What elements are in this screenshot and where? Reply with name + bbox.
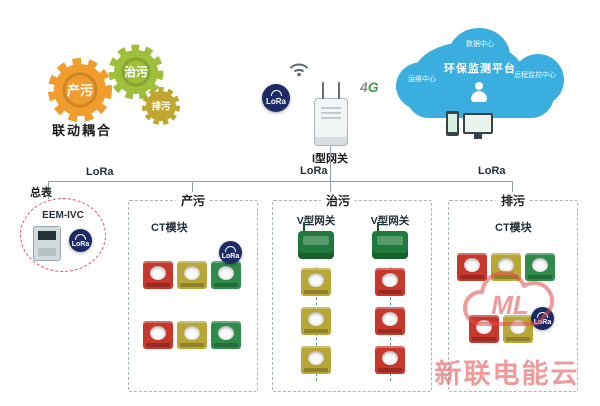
ct-device-red [143, 261, 173, 289]
lora-badge-produce: LoRa [219, 241, 242, 264]
ct-device-red [375, 346, 405, 374]
connector-discharge [512, 181, 513, 200]
zone-produce-label: 产污 [175, 192, 211, 209]
ct-device-green [525, 253, 555, 281]
cellular-4g-icon: 4G [360, 79, 379, 95]
mobile-phone-icon [446, 111, 459, 136]
zone-treat-label: 治污 [321, 192, 356, 209]
cellular-4: 4 [360, 79, 368, 95]
gear-cluster: 产污 治污 排污 [48, 44, 180, 125]
lora-badge-label: LoRa [71, 240, 90, 248]
ct-device-row [143, 261, 241, 289]
gear-treat: 治污 [108, 44, 164, 100]
lora-badge-discharge: LoRa [531, 307, 554, 330]
ct-module-label: CT模块 [151, 222, 188, 234]
ct-device-column [375, 268, 405, 374]
cloud-label-ops-center: 运维中心 [408, 76, 436, 83]
bus-lora-right: LoRa [478, 165, 506, 177]
ct-device-row [457, 253, 555, 281]
user-person-icon [470, 82, 488, 103]
ct-device-yellow [491, 253, 521, 281]
master-meter-group: EEM-IVC LoRa [20, 198, 106, 272]
cloud-platform-title: 环保监测平台 [444, 63, 516, 75]
gear-caption: 联动耦合 [52, 123, 113, 138]
v-gateway-label: V型网关 [370, 215, 410, 227]
ct-device-yellow [503, 315, 533, 343]
lora-badge-master: LoRa [69, 229, 92, 252]
connector-produce [192, 181, 193, 200]
ct-device-red [375, 268, 405, 296]
ct-device-yellow [301, 268, 331, 296]
bus-lora-left: LoRa [86, 166, 114, 178]
ct-device-yellow [301, 346, 331, 374]
cellular-g: G [367, 79, 379, 95]
treat-column-right: V型网关 [355, 213, 425, 385]
bus-lora-center: LoRa [300, 165, 328, 177]
ct-device-column [301, 268, 331, 374]
ct-device-yellow [301, 307, 331, 335]
gear-produce: 产污 [48, 58, 112, 122]
gear-treat-label: 治污 [124, 64, 148, 79]
gear-discharge-label: 排污 [151, 101, 171, 113]
antenna-icon [322, 82, 324, 99]
gear-discharge: 排污 [142, 87, 180, 125]
zone-discharge: 排污 CT模块 LoRa [448, 192, 578, 392]
zone-discharge-label: 排污 [495, 192, 531, 209]
zone-produce: 产污 CT模块 LoRa [128, 192, 258, 392]
i-type-gateway-device [314, 82, 348, 146]
ct-device-red [469, 315, 499, 343]
gateway-slot [321, 117, 341, 119]
antenna-icon [338, 82, 340, 99]
v-gateway-label: V型网关 [296, 215, 336, 227]
cloud-label-data-center: 数据中心 [466, 41, 494, 48]
ct-device-row [143, 321, 241, 349]
connector-master [48, 181, 49, 199]
ct-device-red [143, 321, 173, 349]
ct-module-label: CT模块 [495, 222, 532, 234]
ct-device-green [211, 261, 241, 289]
master-meter-model: EEM-IVC [42, 210, 84, 221]
cloud-platform: 数据中心 环保监测平台 运维中心 远程监控中心 [396, 28, 564, 122]
ct-device-red [457, 253, 487, 281]
lora-bus-line [48, 181, 512, 182]
ct-device-row [469, 315, 533, 343]
gateway-slot [321, 107, 341, 109]
lora-badge-label: LoRa [266, 97, 286, 106]
master-meter-title: 总表 [30, 187, 52, 199]
gear-produce-label: 产污 [67, 83, 93, 98]
lora-badge-gateway: LoRa [262, 84, 290, 112]
ct-device-yellow [177, 261, 207, 289]
lora-badge-label: LoRa [221, 252, 240, 260]
cloud-label-remote-center: 远程监控中心 [514, 72, 556, 79]
treat-column-left: V型网关 [281, 213, 351, 385]
v-gateway-device [372, 222, 408, 259]
desktop-monitor-icon [463, 113, 493, 139]
zone-treat: 治污 V型网关 V型网关 [272, 192, 432, 392]
lora-badge-label: LoRa [533, 318, 552, 326]
v-gateway-device [298, 222, 334, 259]
energy-meter-icon [33, 226, 61, 261]
connector-gateway-treat [330, 144, 331, 200]
ct-device-green [211, 321, 241, 349]
wifi-icon [289, 63, 309, 77]
ct-device-yellow [177, 321, 207, 349]
ct-device-red [375, 307, 405, 335]
gateway-slot [321, 112, 341, 114]
